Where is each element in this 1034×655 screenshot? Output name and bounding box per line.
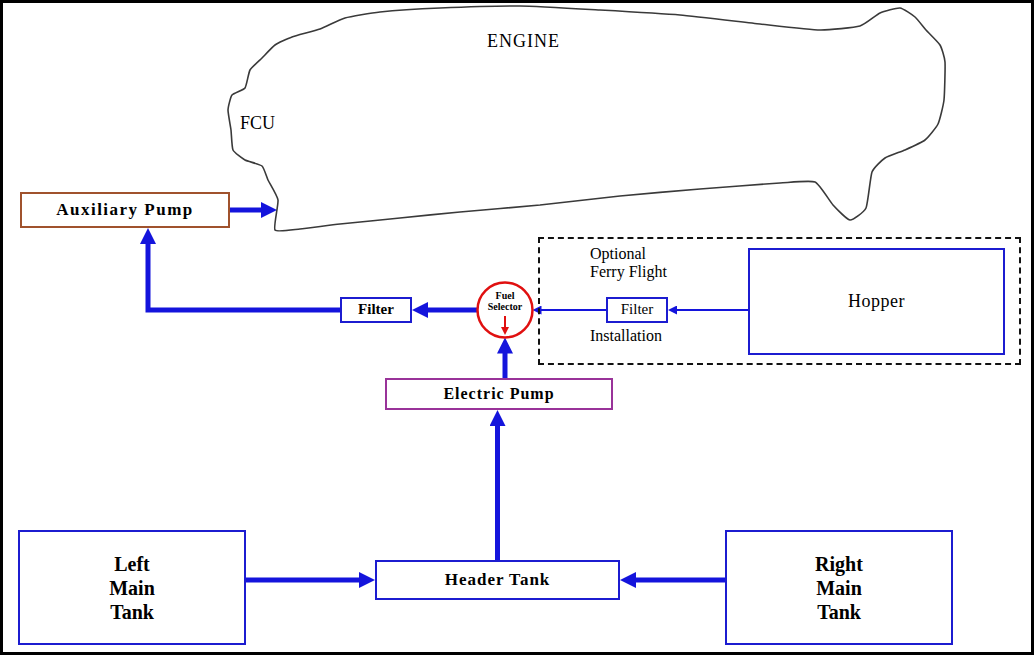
filter-box: Filter bbox=[340, 297, 412, 323]
node-label: Header Tank bbox=[445, 570, 551, 590]
region-label: FCU bbox=[240, 113, 275, 134]
region-label: ENGINE bbox=[487, 31, 560, 52]
flow-arrow bbox=[495, 417, 500, 560]
selector-pointer-head bbox=[501, 327, 509, 335]
region-label: Optional Ferry Flight bbox=[590, 245, 678, 282]
flow-arrow bbox=[503, 345, 508, 379]
engine-silhouette bbox=[225, 3, 947, 233]
flow-arrow bbox=[536, 309, 607, 311]
node-label: Left Main Tank bbox=[100, 552, 164, 624]
pump-box: Auxiliary Pump bbox=[20, 192, 230, 228]
flow-arrow bbox=[246, 578, 368, 583]
node-label: Fuel Selector bbox=[483, 290, 527, 312]
node-label: Electric Pump bbox=[443, 385, 554, 403]
ferry-region: Optional Ferry FlightInstallation Filter H… bbox=[538, 237, 1021, 365]
selector-valve: Fuel Selector bbox=[476, 281, 534, 339]
filter-box: Filter bbox=[606, 297, 668, 323]
flow-arrow bbox=[627, 578, 725, 583]
node-label: Right Main Tank bbox=[807, 552, 871, 624]
flow-arrow bbox=[419, 308, 478, 313]
region-label: Installation bbox=[590, 327, 662, 345]
node-label: Hopper bbox=[848, 291, 905, 312]
flow-arrow bbox=[230, 208, 270, 213]
node-label: Filter bbox=[621, 301, 654, 318]
flow-arrow bbox=[671, 309, 748, 311]
selector-ring bbox=[478, 283, 533, 338]
engine-outline-path bbox=[228, 6, 945, 231]
selector-pointer bbox=[504, 316, 506, 328]
engine-outline: ENGINE FCU bbox=[225, 3, 947, 233]
node-label: Filter bbox=[358, 301, 394, 318]
node-label: Auxiliary Pump bbox=[56, 200, 194, 220]
tank-box: Left Main Tank bbox=[18, 530, 246, 645]
tank-box: Right Main Tank bbox=[725, 530, 953, 645]
tank-box: Header Tank bbox=[375, 560, 620, 600]
tank-box: Hopper bbox=[748, 248, 1005, 355]
flow-arrow bbox=[148, 235, 340, 310]
pump-box: Electric Pump bbox=[385, 378, 613, 410]
